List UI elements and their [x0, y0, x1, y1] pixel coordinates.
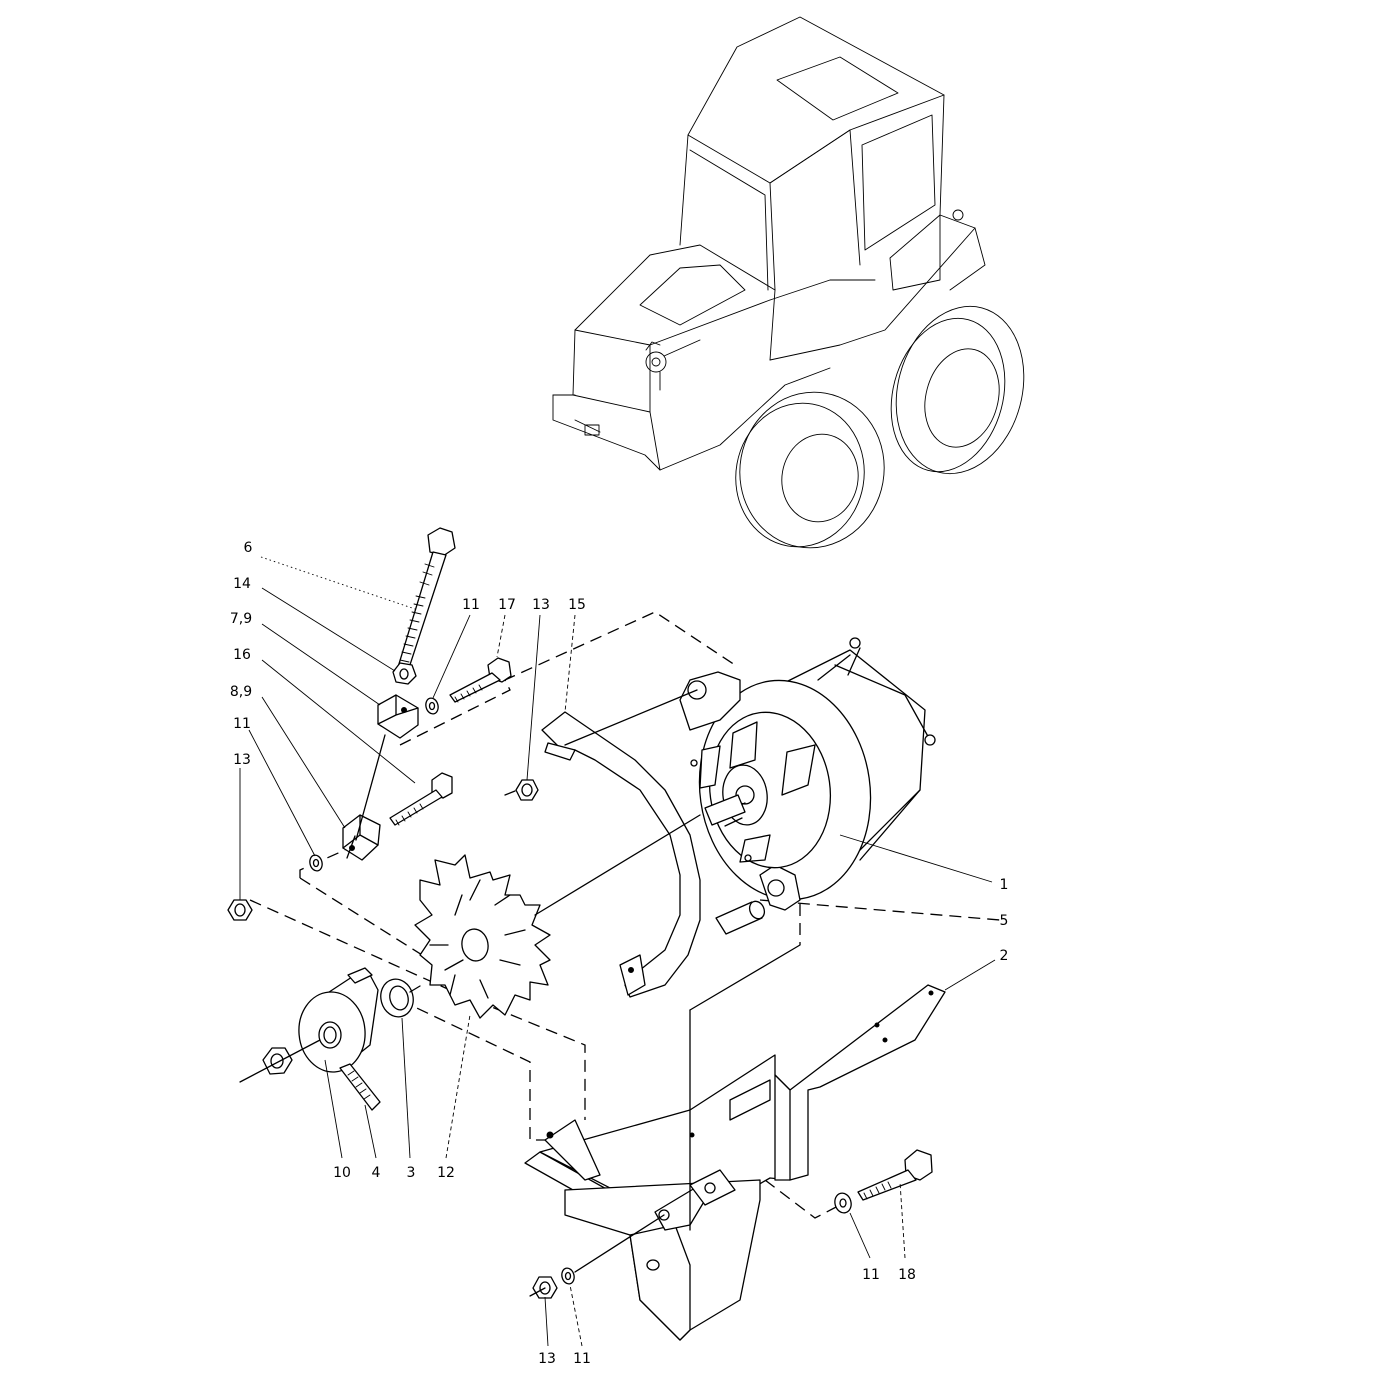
tractor-overview-illustration [552, 16, 1025, 549]
mounting-bracket [524, 984, 946, 1341]
washer-11-left [309, 854, 323, 872]
pulley [298, 974, 379, 1073]
callout-15: 15 [568, 597, 586, 613]
callout-5: 5 [1000, 913, 1009, 929]
callout-13-top: 13 [532, 597, 550, 613]
callout-1: 1 [1000, 877, 1009, 893]
bolt-16 [389, 772, 453, 826]
callout-13-left: 13 [233, 752, 251, 768]
nut-13-left [227, 899, 253, 921]
callout-2: 2 [1000, 948, 1009, 964]
belt-guard-strap [541, 711, 701, 998]
callout-11-right: 11 [862, 1267, 880, 1283]
callout-3: 3 [407, 1165, 416, 1181]
drive-belt [339, 967, 381, 1111]
spacer-sleeve [715, 900, 766, 935]
bolt-18 [857, 1149, 933, 1201]
washer-11-top [425, 697, 439, 715]
callout-14: 14 [233, 576, 251, 592]
callout-10: 10 [333, 1165, 351, 1181]
callout-labels: 6 14 7,9 16 8,9 11 13 11 17 13 15 1 5 2 … [230, 540, 1009, 1367]
callout-13-bottom: 13 [538, 1351, 556, 1367]
callout-18: 18 [898, 1267, 916, 1283]
alternator [679, 637, 936, 911]
callout-11-top: 11 [462, 597, 480, 613]
callout-12: 12 [437, 1165, 455, 1181]
cooling-fan [414, 854, 551, 1019]
callout-16: 16 [233, 647, 251, 663]
connecting-lines [409, 689, 701, 993]
callout-6: 6 [244, 540, 253, 556]
callout-8-9: 8,9 [230, 684, 252, 700]
callout-11-left: 11 [233, 716, 251, 732]
spacer-ring [380, 978, 414, 1018]
washer-11-right [834, 1192, 852, 1214]
callout-11-bottom: 11 [573, 1351, 591, 1367]
adjuster-block-upper [377, 694, 419, 739]
alternator-location-icon [645, 339, 701, 391]
callout-4: 4 [372, 1165, 381, 1181]
nut-13-mid [515, 779, 539, 801]
adjuster-block-lower [342, 814, 381, 861]
callout-7-9: 7,9 [230, 611, 252, 627]
bolt-17 [449, 657, 512, 703]
pulley-nut [262, 1047, 293, 1075]
leader-lines [239, 556, 996, 1347]
lock-nut [392, 662, 417, 685]
adjusting-bolt [394, 527, 456, 681]
callout-17: 17 [498, 597, 516, 613]
washer-11-bottom [561, 1267, 575, 1285]
